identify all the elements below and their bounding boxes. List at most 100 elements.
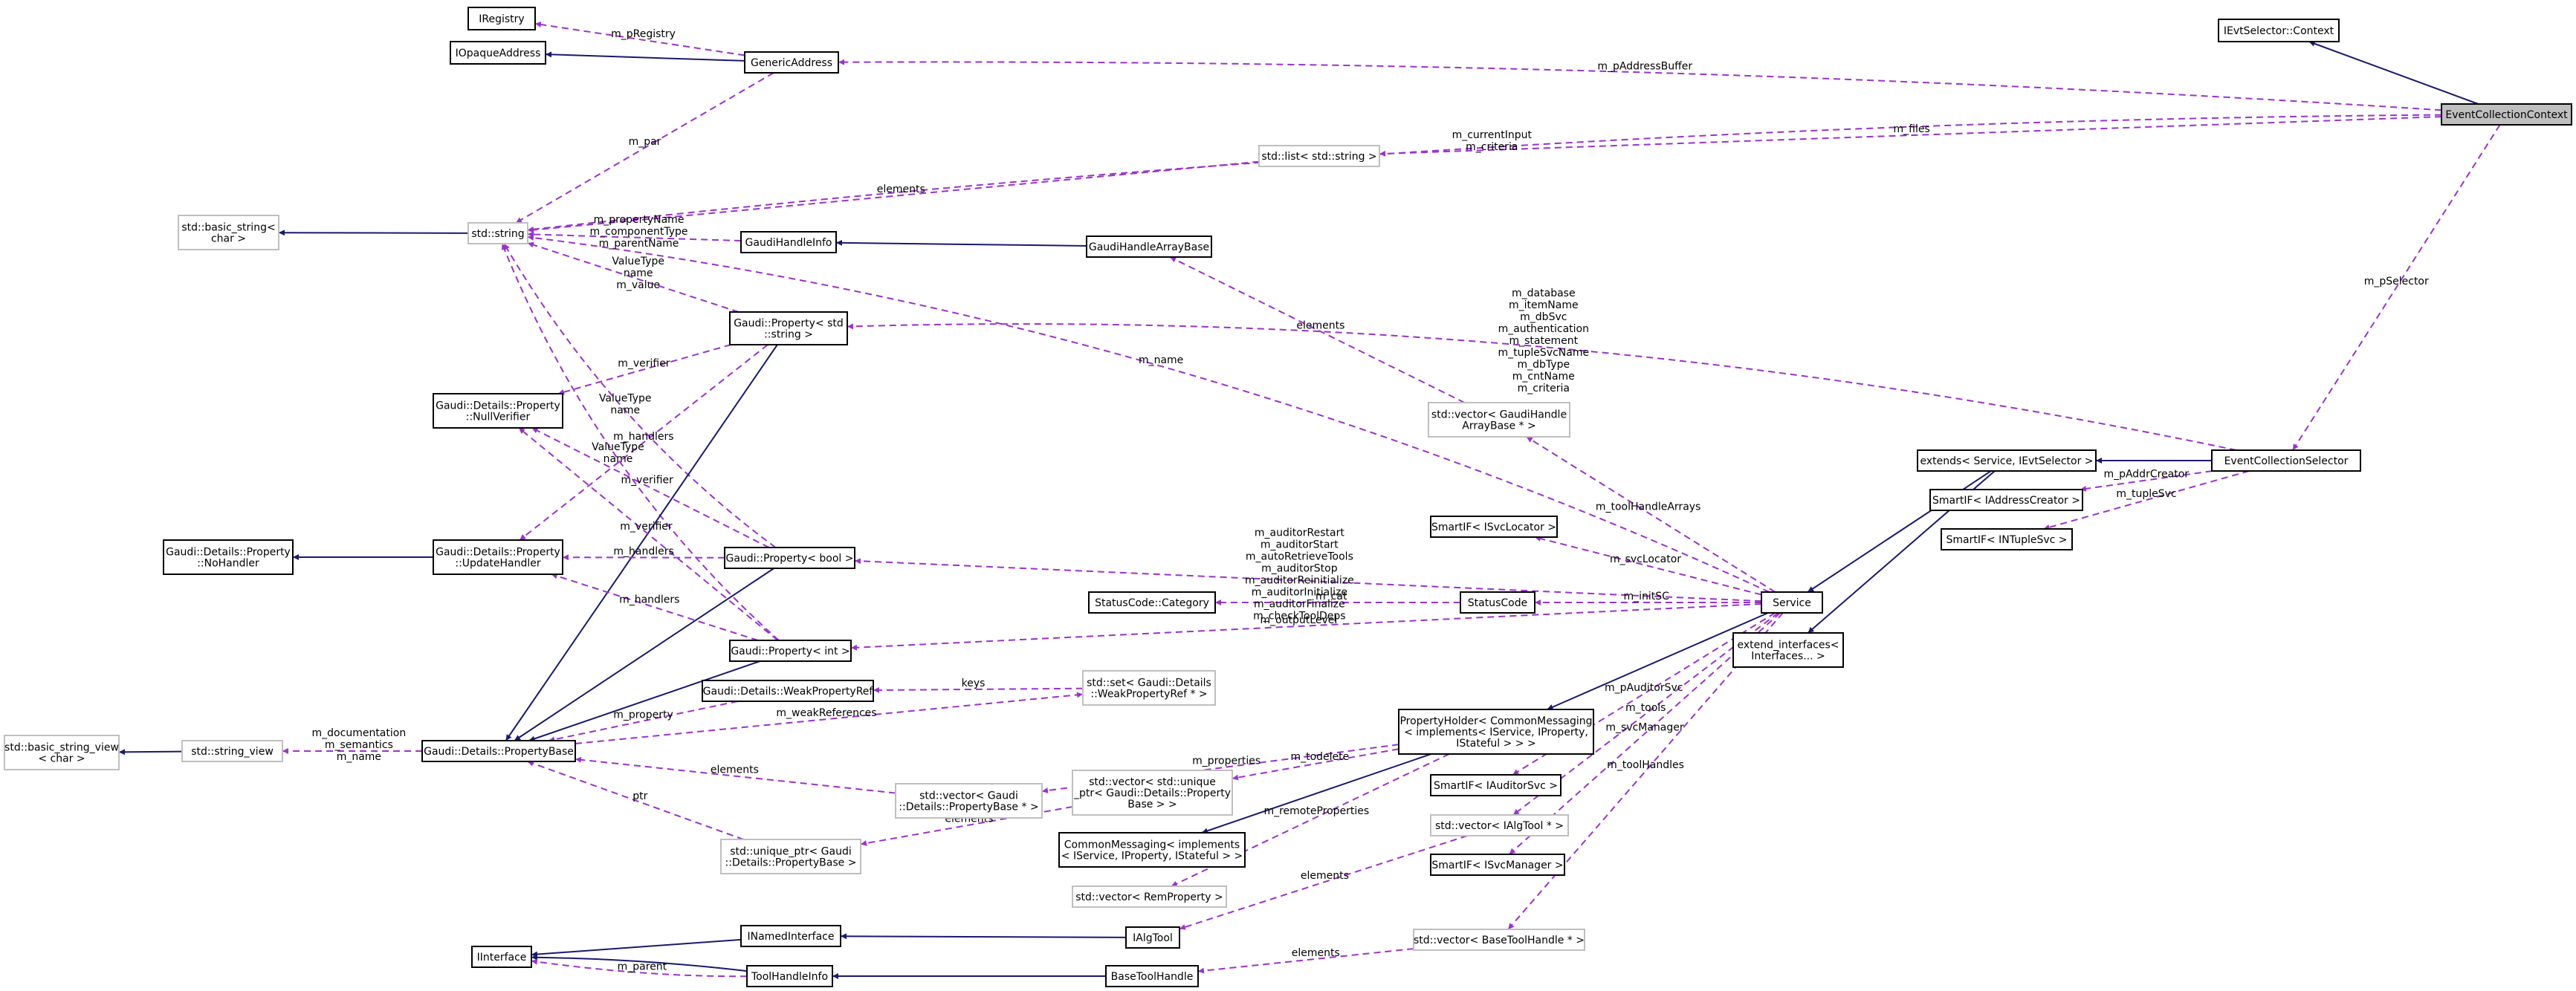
edge-label-service-to-status-code: m_initSC: [1624, 591, 1670, 602]
node-label-line: StatusCode::Category: [1095, 597, 1209, 609]
edge-label-line: m_auditorRestart: [1255, 527, 1345, 539]
node-label: std::set< Gaudi::Details::WeakPropertyRe…: [1087, 678, 1211, 701]
node-smart-ifisvc-manager[interactable]: SmartIF< ISvcManager >: [1430, 854, 1565, 876]
node-extend-interfaces[interactable]: extend_interfaces<Interfaces... >: [1732, 632, 1844, 668]
edge-label-line: m_semantics: [325, 739, 393, 751]
node-smart-ifiaddress-creator[interactable]: SmartIF< IAddressCreator >: [1929, 489, 2083, 511]
node-weak-property-ref[interactable]: Gaudi::Details::WeakPropertyRef: [702, 680, 874, 702]
node-label: extends< Service, IEvtSelector >: [1920, 455, 2093, 467]
node-box: [1398, 709, 1594, 755]
node-std-vector-ialg-tool[interactable]: std::vector< IAlgTool * >: [1430, 814, 1569, 836]
node-label: Service: [1773, 597, 1811, 609]
node-label-line: IOpaqueAddress: [456, 48, 541, 59]
node-common-messaging[interactable]: CommonMessaging< implements< IService, I…: [1058, 832, 1246, 868]
node-null-verifier[interactable]: Gaudi::Details::Property::NullVerifier: [433, 393, 563, 429]
node-box: [181, 740, 283, 762]
node-label: SmartIF< IAddressCreator >: [1932, 495, 2080, 507]
node-std-vector-property-base[interactable]: std::vector< Gaudi::Details::PropertyBas…: [895, 783, 1043, 819]
node-label: GaudiHandleInfo: [745, 237, 832, 249]
node-box: [467, 222, 528, 244]
node-std-list-string[interactable]: std::list< std::string >: [1258, 145, 1380, 167]
node-std-unique-ptr-property-base[interactable]: std::unique_ptr< Gaudi::Details::Propert…: [720, 839, 861, 874]
node-label: std::vector< Gaudi::Details::PropertyBas…: [899, 790, 1038, 813]
node-gaudi-handle-array-base[interactable]: GaudiHandleArrayBase: [1086, 235, 1212, 258]
node-std-vector-unique-ptr[interactable]: std::vector< std::unique_ptr< Gaudi::Det…: [1072, 770, 1233, 816]
edge-event-collection-context-to-event-collection-selector-usage: [2292, 124, 2501, 451]
node-property-std-string[interactable]: Gaudi::Property< std::string >: [729, 311, 848, 345]
node-label-line: std::vector< IAlgTool * >: [1435, 820, 1564, 832]
node-label-line: < implements< IService, IProperty,: [1404, 727, 1588, 738]
node-smart-ifintuple-svc[interactable]: SmartIF< INTupleSvc >: [1941, 528, 2073, 550]
node-iinterface[interactable]: IInterface: [471, 946, 532, 968]
node-label: Gaudi::Property< bool >: [725, 553, 853, 565]
node-std-basic-string[interactable]: std::basic_string<char >: [178, 215, 279, 250]
node-box: [1082, 670, 1216, 706]
node-label-line: < char >: [38, 753, 85, 765]
edge-label-service-to-smart-ifisvc-manager: m_svcManager: [1605, 722, 1684, 734]
edge-label-std-set-weak-property-ref-to-weak-property-ref: keys: [962, 678, 986, 689]
node-status-code[interactable]: StatusCode: [1460, 591, 1535, 614]
node-status-code-category[interactable]: StatusCode::Category: [1088, 591, 1216, 614]
edge-service-to-smart-ifisvc-locator-usage: [1534, 536, 1762, 596]
node-no-handler[interactable]: Gaudi::Details::Property::NoHandler: [163, 539, 294, 575]
node-label: EventCollectionSelector: [2224, 455, 2349, 467]
node-inamed-interface[interactable]: INamedInterface: [740, 925, 841, 947]
edge-label-line: m_authentication: [1498, 323, 1589, 335]
node-label: BaseToolHandle: [1111, 971, 1194, 983]
node-base-tool-handle[interactable]: BaseToolHandle: [1105, 965, 1199, 987]
node-update-handler[interactable]: Gaudi::Details::Property::UpdateHandler: [433, 539, 563, 575]
edge-label-line: ptr: [632, 790, 647, 802]
node-std-string[interactable]: std::string: [467, 222, 528, 244]
node-generic-address[interactable]: GenericAddress: [744, 51, 839, 74]
edge-label-std-vector-property-base-to-property-base: elements: [711, 764, 759, 776]
edge-label-line: m_dbSvc: [1520, 311, 1567, 323]
node-iopaque-address[interactable]: IOpaqueAddress: [450, 41, 546, 65]
node-property-base[interactable]: Gaudi::Details::PropertyBase: [421, 740, 576, 762]
node-smart-ifisvc-locator[interactable]: SmartIF< ISvcLocator >: [1430, 516, 1558, 538]
node-box: [740, 925, 841, 947]
node-label: GaudiHandleArrayBase: [1089, 241, 1209, 253]
edge-inamed-interface-to-iinterface-inherit: [531, 938, 742, 958]
edge-property-bool-to-property-base-inherit: [514, 568, 774, 741]
node-label: EventCollectionContext: [2445, 109, 2568, 121]
node-smart-ifiauditor-svc[interactable]: SmartIF< IAuditorSvc >: [1430, 774, 1562, 796]
node-iregistry[interactable]: IRegistry: [467, 7, 536, 30]
node-std-set-weak-property-ref[interactable]: std::set< Gaudi::Details::WeakPropertyRe…: [1082, 670, 1216, 706]
node-label-line: extend_interfaces<: [1738, 640, 1839, 652]
node-property-int[interactable]: Gaudi::Property< int >: [729, 640, 852, 662]
node-ialg-tool[interactable]: IAlgTool: [1125, 926, 1180, 949]
node-std-vector-rem-property[interactable]: std::vector< RemProperty >: [1072, 886, 1227, 908]
node-property-holder[interactable]: PropertyHolder< CommonMessaging< impleme…: [1398, 709, 1594, 755]
edge-label-property-std-string-to-null-verifier: m_verifier: [618, 357, 670, 369]
node-event-collection-context[interactable]: EventCollectionContext: [2441, 103, 2572, 126]
edge-label-service-to-std-string: m_name: [1139, 354, 1183, 366]
node-box: [421, 740, 576, 762]
node-box: [1430, 814, 1569, 836]
node-std-basic-string-view[interactable]: std::basic_string_view< char >: [4, 735, 120, 770]
node-property-bool[interactable]: Gaudi::Property< bool >: [724, 547, 855, 569]
edge-property-bool-to-update-handler-usage: [562, 554, 725, 561]
node-box: [2218, 19, 2340, 42]
node-label-line: ::Details::PropertyBase >: [725, 857, 857, 869]
edge-property-int-to-std-string-usage: [501, 243, 780, 641]
node-label-line: Gaudi::Property< bool >: [725, 553, 853, 565]
node-std-vector-base-tool-handle[interactable]: std::vector< BaseToolHandle * >: [1413, 929, 1585, 951]
node-tool-handle-info[interactable]: ToolHandleInfo: [746, 965, 833, 987]
node-event-collection-selector[interactable]: EventCollectionSelector: [2211, 449, 2361, 472]
node-ievt-selector-context[interactable]: IEvtSelector::Context: [2218, 19, 2340, 42]
edge-label-property-bool-to-null-verifier: m_verifier: [621, 474, 674, 486]
edge-label-line: m_name: [1139, 354, 1183, 366]
node-label: std::list< std::string >: [1261, 151, 1376, 163]
edge-label-line: ValueType: [592, 441, 644, 453]
node-service[interactable]: Service: [1761, 591, 1823, 614]
node-box: [729, 640, 852, 662]
node-std-string-view[interactable]: std::string_view: [181, 740, 283, 762]
node-label: StatusCode::Category: [1095, 597, 1209, 609]
node-gaudi-handle-info[interactable]: GaudiHandleInfo: [740, 231, 837, 253]
edge-label-property-bool-to-update-handler: m_handlers: [613, 545, 673, 557]
edge-service-to-property-holder-inherit: [1547, 612, 1769, 710]
node-label-line: char >: [211, 233, 246, 245]
node-extends-service[interactable]: extends< Service, IEvtSelector >: [1917, 449, 2097, 472]
